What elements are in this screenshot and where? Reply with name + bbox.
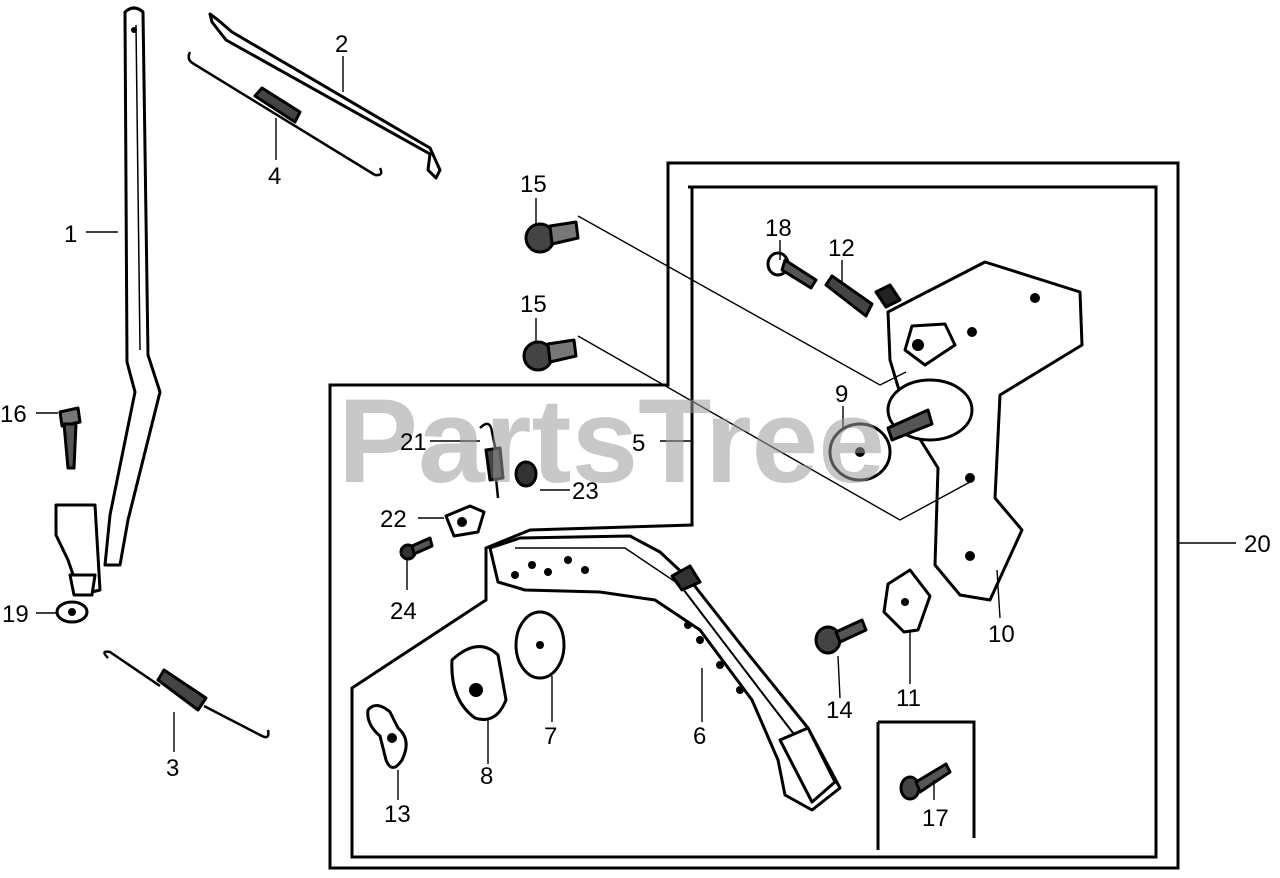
- callout-4: 4: [268, 163, 281, 190]
- callout-15-lower: 15: [520, 291, 547, 318]
- part-8-cam-plate[interactable]: [450, 645, 508, 721]
- assembly-box-20-inner: [350, 185, 1158, 859]
- callout-1: 1: [64, 221, 77, 248]
- part-1-lever-rod[interactable]: [54, 6, 162, 597]
- callout-2: 2: [335, 31, 348, 58]
- part-6-lever-arm[interactable]: [488, 534, 842, 812]
- callout-24: 24: [390, 598, 417, 625]
- callout-22: 22: [380, 506, 407, 533]
- part-18-bolt[interactable]: [766, 251, 818, 290]
- callout-12: 12: [828, 235, 855, 262]
- callout-16: 16: [0, 401, 27, 428]
- callout-14: 14: [826, 697, 853, 724]
- part-9-washer[interactable]: [828, 422, 892, 482]
- callout-18: 18: [765, 215, 792, 242]
- part-11-bracket[interactable]: [882, 568, 932, 634]
- part-17-screw[interactable]: [899, 762, 952, 801]
- part-15-bolt-lower[interactable]: [522, 338, 578, 372]
- callout-13: 13: [384, 801, 411, 828]
- part-16-bolt[interactable]: [58, 406, 82, 470]
- part-10-bracket-plate[interactable]: [874, 260, 1084, 602]
- callout-5: 5: [632, 430, 645, 457]
- callout-11: 11: [896, 685, 921, 712]
- watermark: PartsTree: [338, 374, 885, 508]
- callout-20: 20: [1244, 531, 1271, 558]
- part-24-screw[interactable]: [399, 536, 434, 561]
- callout-3: 3: [166, 755, 179, 782]
- part-13-wing-nut[interactable]: [366, 704, 408, 769]
- callout-19: 19: [2, 601, 29, 628]
- callout-8: 8: [480, 763, 493, 790]
- callout-23: 23: [572, 478, 599, 505]
- part-7-washer[interactable]: [514, 610, 566, 680]
- part-19-nut[interactable]: [55, 600, 89, 624]
- callout-17: 17: [922, 805, 949, 832]
- part-22-pivot[interactable]: [444, 504, 486, 538]
- callout-21: 21: [400, 429, 427, 456]
- part-14-bolt[interactable]: [814, 618, 868, 655]
- part-2-control-rod[interactable]: [208, 12, 442, 180]
- part-3-spring[interactable]: [103, 650, 270, 739]
- callout-6: 6: [693, 723, 706, 750]
- part-15-bolt-upper[interactable]: [524, 220, 580, 254]
- assembly-box-20-outer: [328, 161, 1180, 870]
- callout-9: 9: [835, 381, 848, 408]
- callout-15-upper: 15: [520, 171, 547, 198]
- part-4-spring-wire[interactable]: [187, 51, 383, 177]
- part-12-spring[interactable]: [824, 274, 874, 318]
- part-23-nut[interactable]: [514, 460, 538, 488]
- leader-lines: [36, 56, 1236, 800]
- part-21-spring[interactable]: [479, 422, 505, 499]
- callout-7: 7: [544, 723, 557, 750]
- callout-10: 10: [988, 621, 1015, 648]
- assembly-box-17: [876, 720, 976, 850]
